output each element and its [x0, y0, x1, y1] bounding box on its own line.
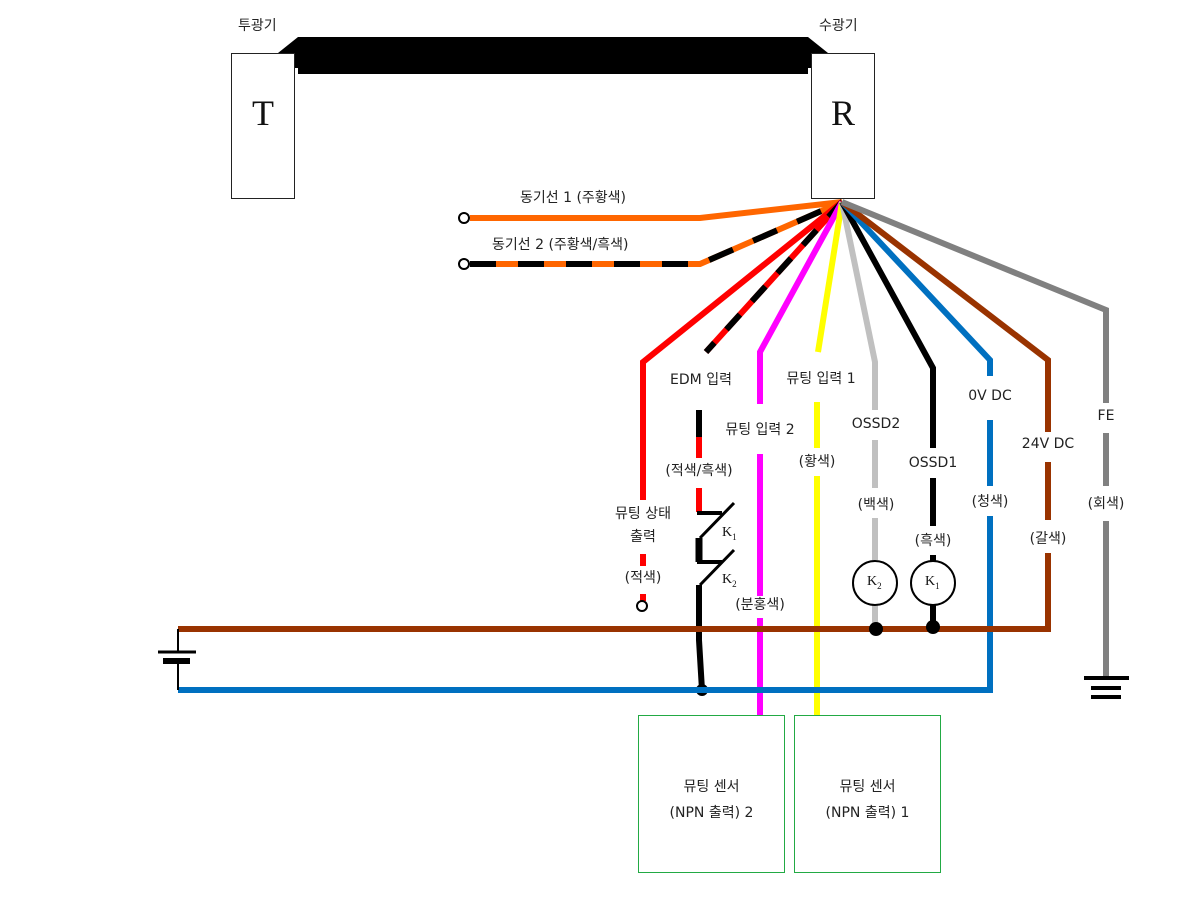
relay-coil-k1 [910, 560, 956, 606]
receiver-unit: R [811, 53, 875, 199]
terminal-sync2 [458, 258, 470, 270]
fe-label: FE [1096, 407, 1116, 425]
junction-k2 [869, 622, 883, 636]
ossd1-color: (흑색) [913, 532, 953, 550]
muting-sensor-2-subtitle: (NPN 출력) 2 [669, 805, 754, 821]
wire-sync1 [470, 199, 843, 221]
sync2-label: 동기선 2 (주황색/흑색) [491, 236, 630, 254]
relay-k2-contact-label: K2 [722, 572, 737, 589]
transmitter-label: 투광기 [237, 17, 278, 35]
optical-cable [278, 37, 828, 74]
wire-ossd1 [839, 200, 936, 448]
wire-muting-input1 [815, 201, 845, 353]
muting-sensor-2: 뮤팅 센서 (NPN 출력) 2 [638, 715, 785, 873]
wire-24v-seg2 [178, 553, 1051, 632]
wire-0v [839, 199, 993, 376]
sync1-label: 동기선 1 (주황색) [519, 189, 628, 207]
muting-input2-label: 뮤팅 입력 2 [724, 421, 796, 439]
terminal-muting-status [636, 600, 648, 612]
relay-k1-contact-label: K1 [722, 525, 737, 542]
relay-contact-k2-blade [698, 548, 736, 587]
relay-k2-coil-label: K2 [867, 574, 882, 591]
receiver-label: 수광기 [818, 17, 859, 35]
ground-icon [1084, 676, 1129, 699]
wire-edm-stripe [703, 199, 845, 355]
wire-sync2 [470, 199, 844, 267]
wire-0v-seg2 [178, 516, 993, 693]
v24-color: (갈색) [1028, 530, 1068, 548]
muting-sensor-2-title: 뮤팅 센서 [683, 779, 740, 795]
muting-status-label-2: 출력 [629, 528, 657, 546]
ossd1-label: OSSD1 [907, 454, 959, 472]
muting-sensor-1-title: 뮤팅 센서 [839, 779, 896, 795]
muting-input1-label: 뮤팅 입력 1 [785, 370, 857, 388]
muting-input2-color: (분홍색) [734, 596, 786, 614]
relay-k1-coil-label: K1 [925, 574, 940, 591]
muting-sensor-1: 뮤팅 센서 (NPN 출력) 1 [794, 715, 941, 873]
wire-edm-return [696, 585, 705, 691]
wire-ossd2 [839, 201, 878, 410]
wire-muting-status [640, 199, 844, 500]
battery-icon [158, 629, 196, 690]
terminal-sync1 [458, 212, 470, 224]
relay-contact-k1-blade [698, 501, 736, 540]
receiver-letter: R [830, 93, 855, 133]
edm-color: (적색/흑색) [664, 462, 734, 480]
muting-status-color: (적색) [623, 569, 663, 587]
muting-sensor-1-subtitle: (NPN 출력) 1 [825, 805, 910, 821]
ossd2-color: (백색) [856, 496, 896, 514]
fe-color: (회색) [1086, 495, 1126, 513]
v24-label: 24V DC [1020, 435, 1076, 453]
wire-fe [840, 199, 1109, 403]
muting-status-label-1: 뮤팅 상태 [614, 505, 672, 523]
transmitter-letter: T [252, 93, 274, 133]
edm-label: EDM 입력 [669, 371, 733, 389]
muting-input1-color: (황색) [797, 453, 837, 471]
v0-label: 0V DC [967, 387, 1013, 405]
ossd2-label: OSSD2 [850, 415, 902, 433]
junction-k1 [926, 620, 940, 634]
relay-coil-k2 [852, 560, 898, 606]
wire-24v [840, 199, 1051, 432]
wire-muting-input2 [757, 200, 845, 404]
v0-color: (청색) [970, 493, 1010, 511]
transmitter-unit: T [231, 53, 295, 199]
